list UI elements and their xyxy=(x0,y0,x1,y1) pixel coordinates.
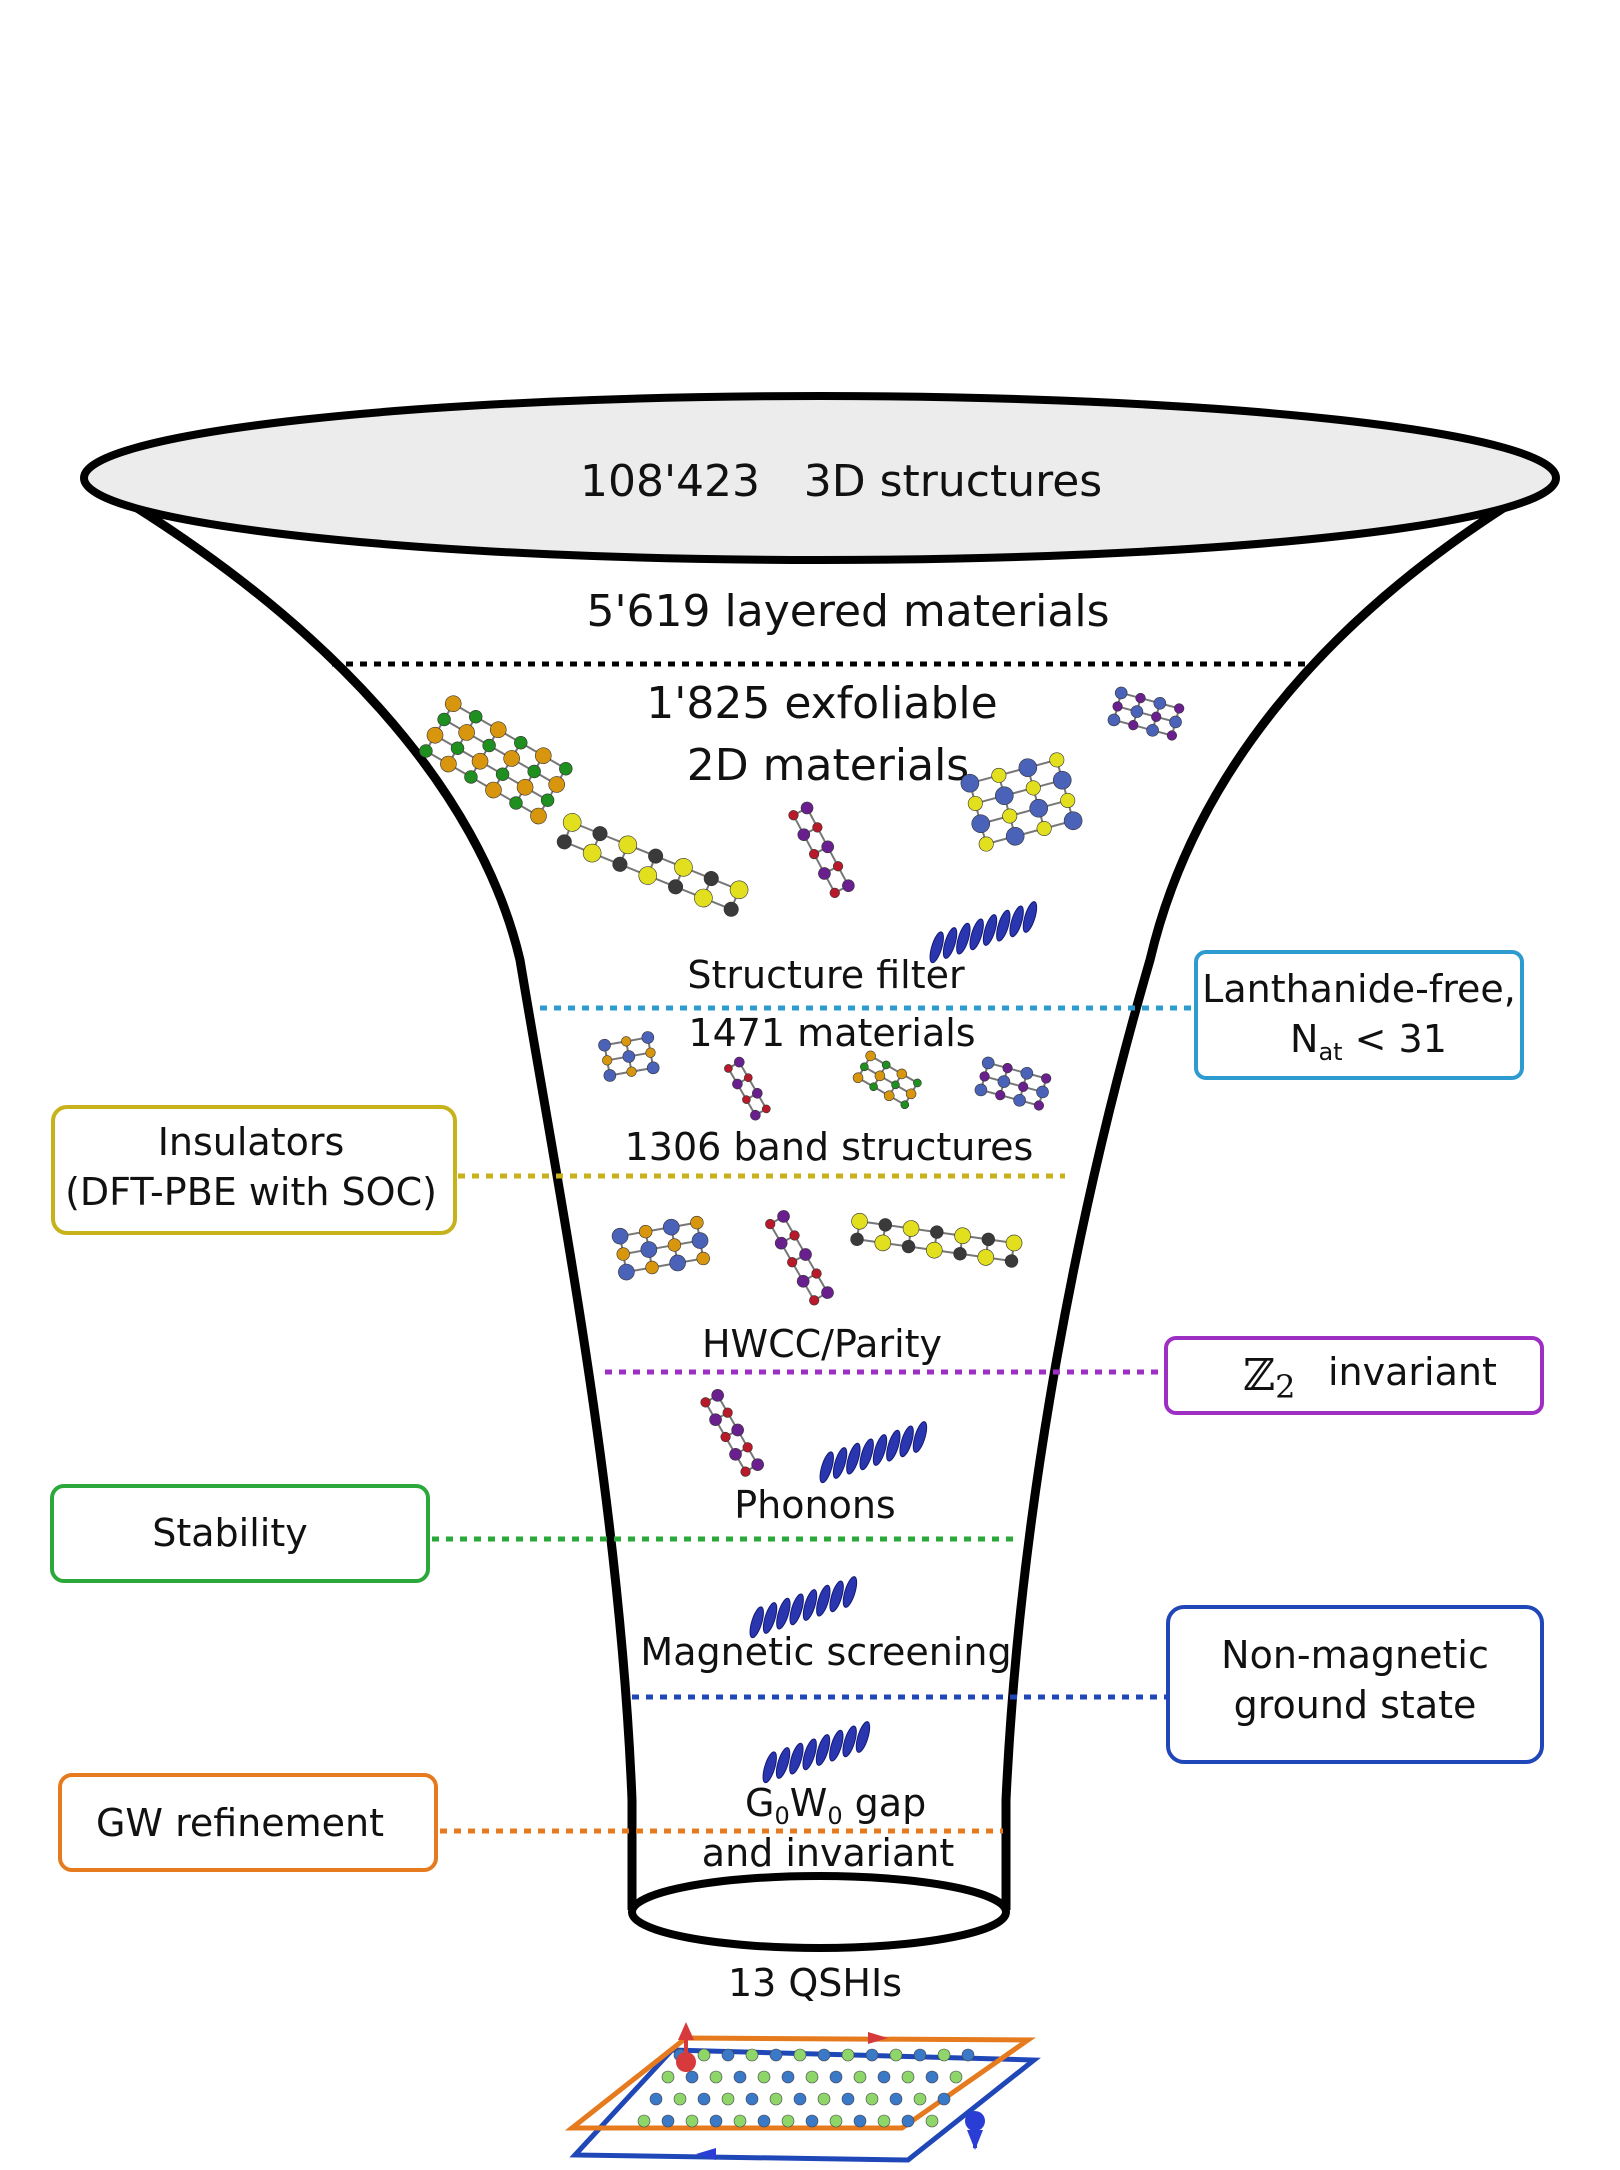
g0w0-label-line2: and invariant xyxy=(702,1831,954,1875)
lanthanide-sub: at xyxy=(1318,1038,1342,1066)
crystal-structure-images xyxy=(419,686,1185,1784)
nonmagnetic-text-2: ground state xyxy=(1234,1683,1477,1727)
lanthanide-text-1: Lanthanide-free, xyxy=(1202,967,1516,1011)
side-boxes: Lanthanide-free, Nat < 31 Insulators (DF… xyxy=(50,950,1544,1872)
funnel-body xyxy=(80,392,1560,1952)
phonons-label: Phonons xyxy=(734,1483,895,1527)
band-structures-label: 1306 band structures xyxy=(625,1125,1034,1169)
edge-arrow-blue xyxy=(696,2148,716,2160)
qshi-lattice-illustration xyxy=(564,2022,1041,2163)
lanthanide-N: N xyxy=(1290,1017,1318,1061)
stability-box-frame xyxy=(50,1484,430,1583)
z2-symbol: ℤ2 xyxy=(1243,1350,1295,1406)
structure-gold-green-1 xyxy=(419,695,573,825)
materials-1471-label: 1471 materials xyxy=(688,1011,975,1055)
insulators-text-1: Insulators xyxy=(158,1120,345,1164)
structure-chain-2 xyxy=(819,1421,928,1484)
lanthanide-box-frame xyxy=(1194,950,1524,1080)
structure-purple-red-4 xyxy=(700,1389,764,1477)
insulators-box: Insulators (DFT-PBE with SOC) xyxy=(51,1105,457,1235)
spin-up-arrowhead xyxy=(678,2022,694,2040)
structure-purple-red-2 xyxy=(724,1056,771,1121)
funnel-right-wall xyxy=(1001,474,1555,1910)
g0w0-W: W xyxy=(790,1781,828,1825)
lattice-plane-blue xyxy=(569,2047,1041,2163)
lanthanide-box: Lanthanide-free, Nat < 31 xyxy=(1194,950,1524,1080)
g0w0-sub1: 0 xyxy=(827,1802,842,1830)
lattice-plane-red xyxy=(564,2035,1036,2131)
z2-box-frame xyxy=(1164,1336,1544,1415)
funnel-bottom-ellipse xyxy=(628,1872,1010,1952)
structure-blue-yellow-1 xyxy=(960,752,1083,852)
lanthanide-rest: < 31 xyxy=(1343,1017,1447,1061)
layered-label: 5'619 layered materials xyxy=(586,586,1109,637)
g0w0-label-line1: G0W0 gap xyxy=(745,1781,926,1830)
top-count: 108'423 xyxy=(580,456,760,507)
lanthanide-text-2: Nat < 31 xyxy=(1290,1017,1447,1066)
top-label: 3D structures xyxy=(804,456,1102,507)
stability-text: Stability xyxy=(152,1511,308,1555)
result-label: 13 QSHIs xyxy=(728,1961,902,2005)
structure-blue-purple-1 xyxy=(1107,686,1185,741)
structure-blue-yellow-3 xyxy=(611,1215,710,1281)
z2-sub: 2 xyxy=(1275,1368,1295,1406)
structure-blue-yellow-2 xyxy=(598,1031,660,1082)
edge-arrow-red xyxy=(868,2032,888,2044)
exfoliable-label-2: 2D materials xyxy=(687,740,969,791)
structure-yellow-dark-2 xyxy=(850,1212,1023,1268)
z2-Z: ℤ xyxy=(1243,1350,1275,1401)
exfoliable-label-1: 1'825 exfoliable xyxy=(646,678,997,729)
nonmagnetic-box-frame xyxy=(1166,1605,1544,1764)
g0w0-G: G xyxy=(745,1781,774,1825)
gw-box-frame xyxy=(58,1773,438,1872)
nonmagnetic-box: Non-magnetic ground state xyxy=(1166,1605,1544,1764)
structure-blue-purple-2 xyxy=(974,1056,1052,1111)
structure-filter-label: Structure filter xyxy=(687,953,965,997)
gw-text: GW refinement xyxy=(96,1801,384,1845)
spin-down-arrowhead xyxy=(967,2130,983,2150)
structure-chain-1 xyxy=(929,901,1038,964)
structure-chain-4 xyxy=(762,1721,871,1784)
filter-lines xyxy=(332,661,1308,1834)
stability-box: Stability xyxy=(50,1484,430,1583)
funnel-top-ellipse xyxy=(80,392,1560,564)
insulators-box-frame xyxy=(51,1105,457,1235)
insulators-text-2: (DFT-PBE with SOC) xyxy=(65,1170,437,1214)
nonmagnetic-text-1: Non-magnetic xyxy=(1221,1633,1489,1677)
spin-up-dot xyxy=(676,2052,696,2072)
funnel-left-wall xyxy=(85,474,637,1910)
lattice-atoms xyxy=(637,2048,975,2128)
structure-purple-red-1 xyxy=(788,801,855,899)
g0w0-gap: gap xyxy=(843,1781,927,1825)
gw-box: GW refinement xyxy=(58,1773,438,1872)
hwcc-label: HWCC/Parity xyxy=(702,1322,942,1366)
structure-chain-3 xyxy=(749,1576,858,1639)
funnel-labels: 108'423 3D structures 5'619 layered mate… xyxy=(580,456,1110,2005)
spin-down-dot xyxy=(965,2111,985,2131)
structure-yellow-dark-1 xyxy=(556,813,749,917)
magnetic-screening-label: Magnetic screening xyxy=(640,1630,1011,1674)
z2-invariant-text: invariant xyxy=(1328,1350,1497,1394)
structure-gold-green-2 xyxy=(852,1050,922,1110)
g0w0-sub0: 0 xyxy=(774,1802,789,1830)
z2-box: ℤ2 invariant xyxy=(1164,1336,1544,1415)
structure-purple-red-3 xyxy=(765,1210,834,1306)
